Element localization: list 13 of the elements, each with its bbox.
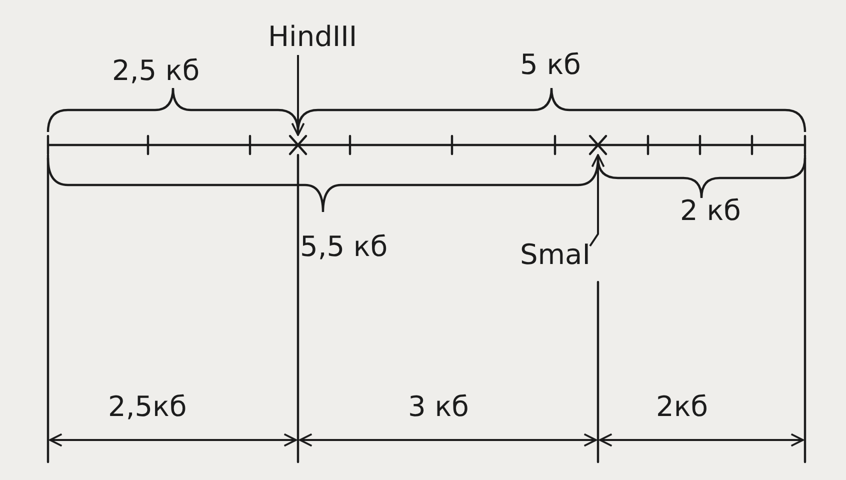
enzyme-label: HindIII [268,22,358,53]
size-label: 5 кб [520,50,581,81]
arrow [291,55,305,136]
size-label: 2,5 кб [112,56,200,87]
enzyme-label: SmaI [520,240,590,271]
size-label: 2 кб [680,196,741,227]
size-label: 2,5кб [108,392,187,423]
size-label: 2кб [656,392,708,423]
restriction-site-mark [288,134,308,156]
size-label: 3 кб [408,392,469,423]
size-label: 5,5 кб [300,232,388,263]
arrow [589,154,605,247]
restriction-site-mark [588,134,608,156]
